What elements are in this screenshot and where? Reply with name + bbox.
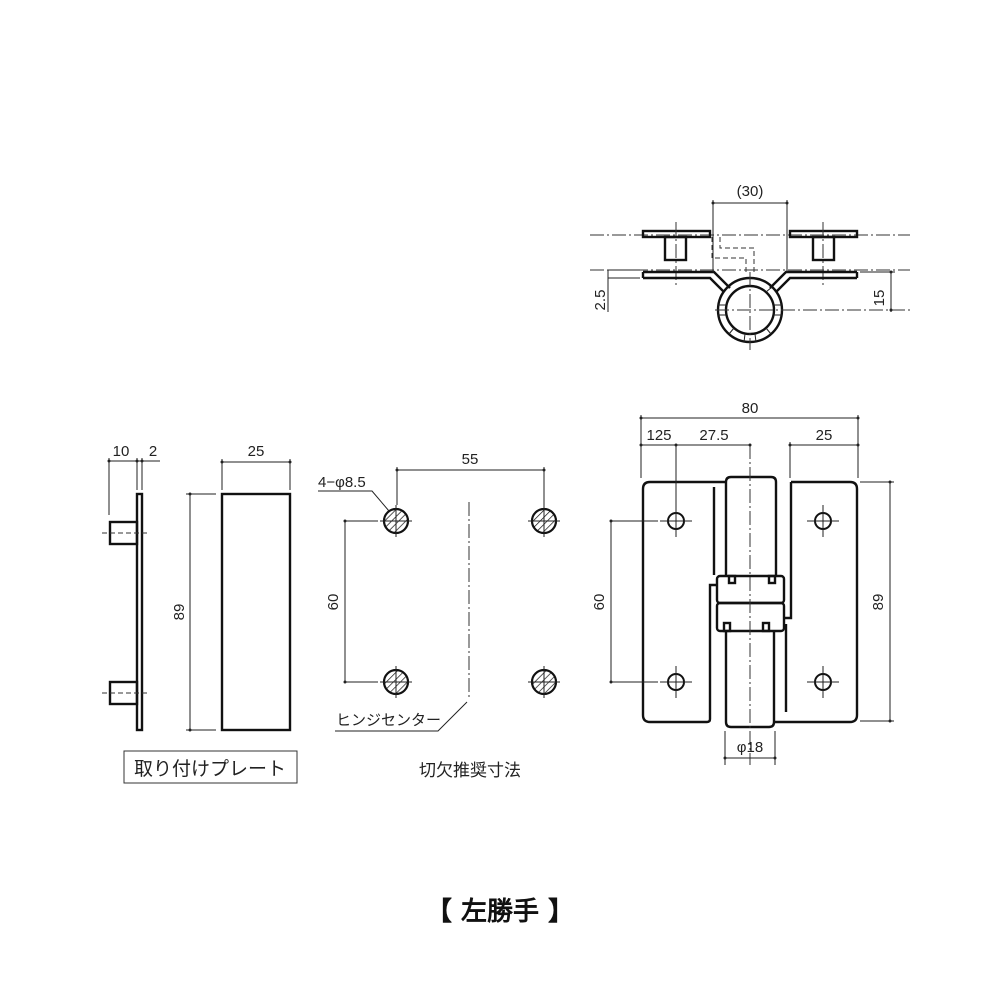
cutout-hole-bl xyxy=(380,666,412,698)
mounting-plate-label-box xyxy=(123,750,298,784)
front-hole-tl xyxy=(660,505,692,537)
dim-label-60-cutout: 60 xyxy=(325,594,342,611)
dim-label-15: 15 xyxy=(871,290,888,307)
plate-side-body xyxy=(135,492,144,732)
front-right-leaf xyxy=(775,480,859,724)
hole-callout-leader xyxy=(318,490,390,512)
top-right-stud xyxy=(811,235,836,262)
top-left-leaf-lower xyxy=(643,270,731,293)
mounting-plate-label: 取り付けプレート xyxy=(134,758,286,780)
hinge-center-label: ヒンジセンター xyxy=(336,711,441,729)
cutout-hole-tl xyxy=(380,505,412,537)
dim-label-2: 2 xyxy=(149,443,157,460)
dim-label-89-plate: 89 xyxy=(171,604,188,621)
dim-label-30: (30) xyxy=(737,183,764,200)
cutout-recommended-dims: 55 60 4−φ8.5 ヒンジセンター 切欠推奨寸法 xyxy=(318,451,560,781)
top-right-leaf-lower xyxy=(769,270,857,293)
dim-label-2-5: 2.5 xyxy=(592,290,609,311)
dim-label-phi18: φ18 xyxy=(737,739,763,756)
front-hole-br xyxy=(807,666,839,698)
handedness-title: 【 左勝手 】 xyxy=(426,897,574,927)
dim-label-10: 10 xyxy=(113,443,130,460)
top-view: (30) 2.5 15 xyxy=(590,183,910,350)
front-hole-bl xyxy=(660,666,692,698)
front-left-leaf xyxy=(641,480,726,724)
plate-front-body xyxy=(220,492,292,732)
cutout-hole-tr xyxy=(528,505,560,537)
dim-label-25-plate: 25 xyxy=(248,443,265,460)
front-hole-tr xyxy=(807,505,839,537)
hinge-front-view: 80 125 27.5 25 60 89 φ18 xyxy=(591,400,894,765)
mounting-plate-views: 10 2 25 89 取り付けプレート xyxy=(102,443,298,784)
dim-label-55: 55 xyxy=(462,451,479,468)
hole-callout: 4−φ8.5 xyxy=(318,474,366,491)
dim-label-25-leaf: 25 xyxy=(816,427,833,444)
front-barrel-upper xyxy=(724,475,778,576)
top-left-stud xyxy=(663,235,688,262)
cutout-label: 切欠推奨寸法 xyxy=(419,761,521,781)
dim-label-27-5: 27.5 xyxy=(699,427,728,444)
top-hidden-left xyxy=(711,237,747,272)
top-hidden-right xyxy=(719,237,755,272)
cutout-hole-br xyxy=(528,666,560,698)
dim-label-89-front: 89 xyxy=(870,594,887,611)
dim-label-60-front: 60 xyxy=(591,594,608,611)
top-barrel-segments xyxy=(718,286,782,343)
dim-label-125: 125 xyxy=(646,427,671,444)
dim-label-80: 80 xyxy=(742,400,759,417)
hinge-center-leader xyxy=(335,701,468,732)
